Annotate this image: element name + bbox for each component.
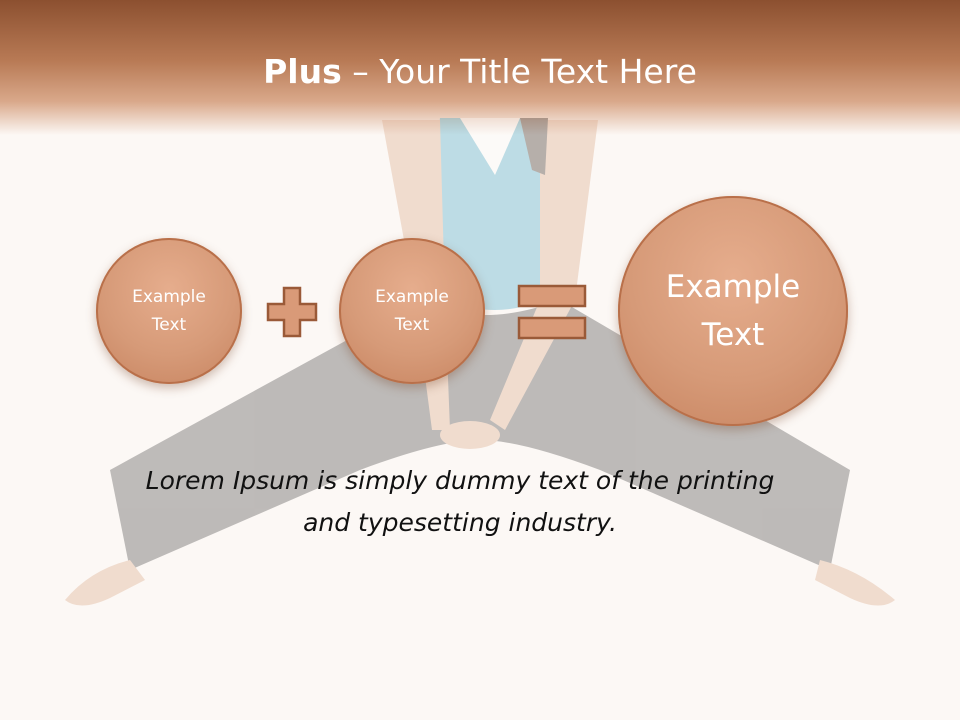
circle-label: Example Text [132, 287, 206, 335]
circle-label: Example Text [665, 269, 801, 353]
equals-icon [517, 284, 587, 340]
header-band [0, 0, 960, 135]
operand-circle-1: Example Text [96, 238, 242, 384]
slide-title: Plus – Your Title Text Here [0, 52, 960, 91]
plus-icon [266, 286, 318, 338]
operand-circle-2: Example Text [339, 238, 485, 384]
circle-label: Example Text [375, 287, 449, 335]
title-rest: – Your Title Text Here [341, 52, 697, 91]
title-bold: Plus [263, 52, 342, 91]
result-circle: Example Text [618, 196, 848, 426]
caption-text: Lorem Ipsum is simply dummy text of the … [145, 466, 775, 537]
